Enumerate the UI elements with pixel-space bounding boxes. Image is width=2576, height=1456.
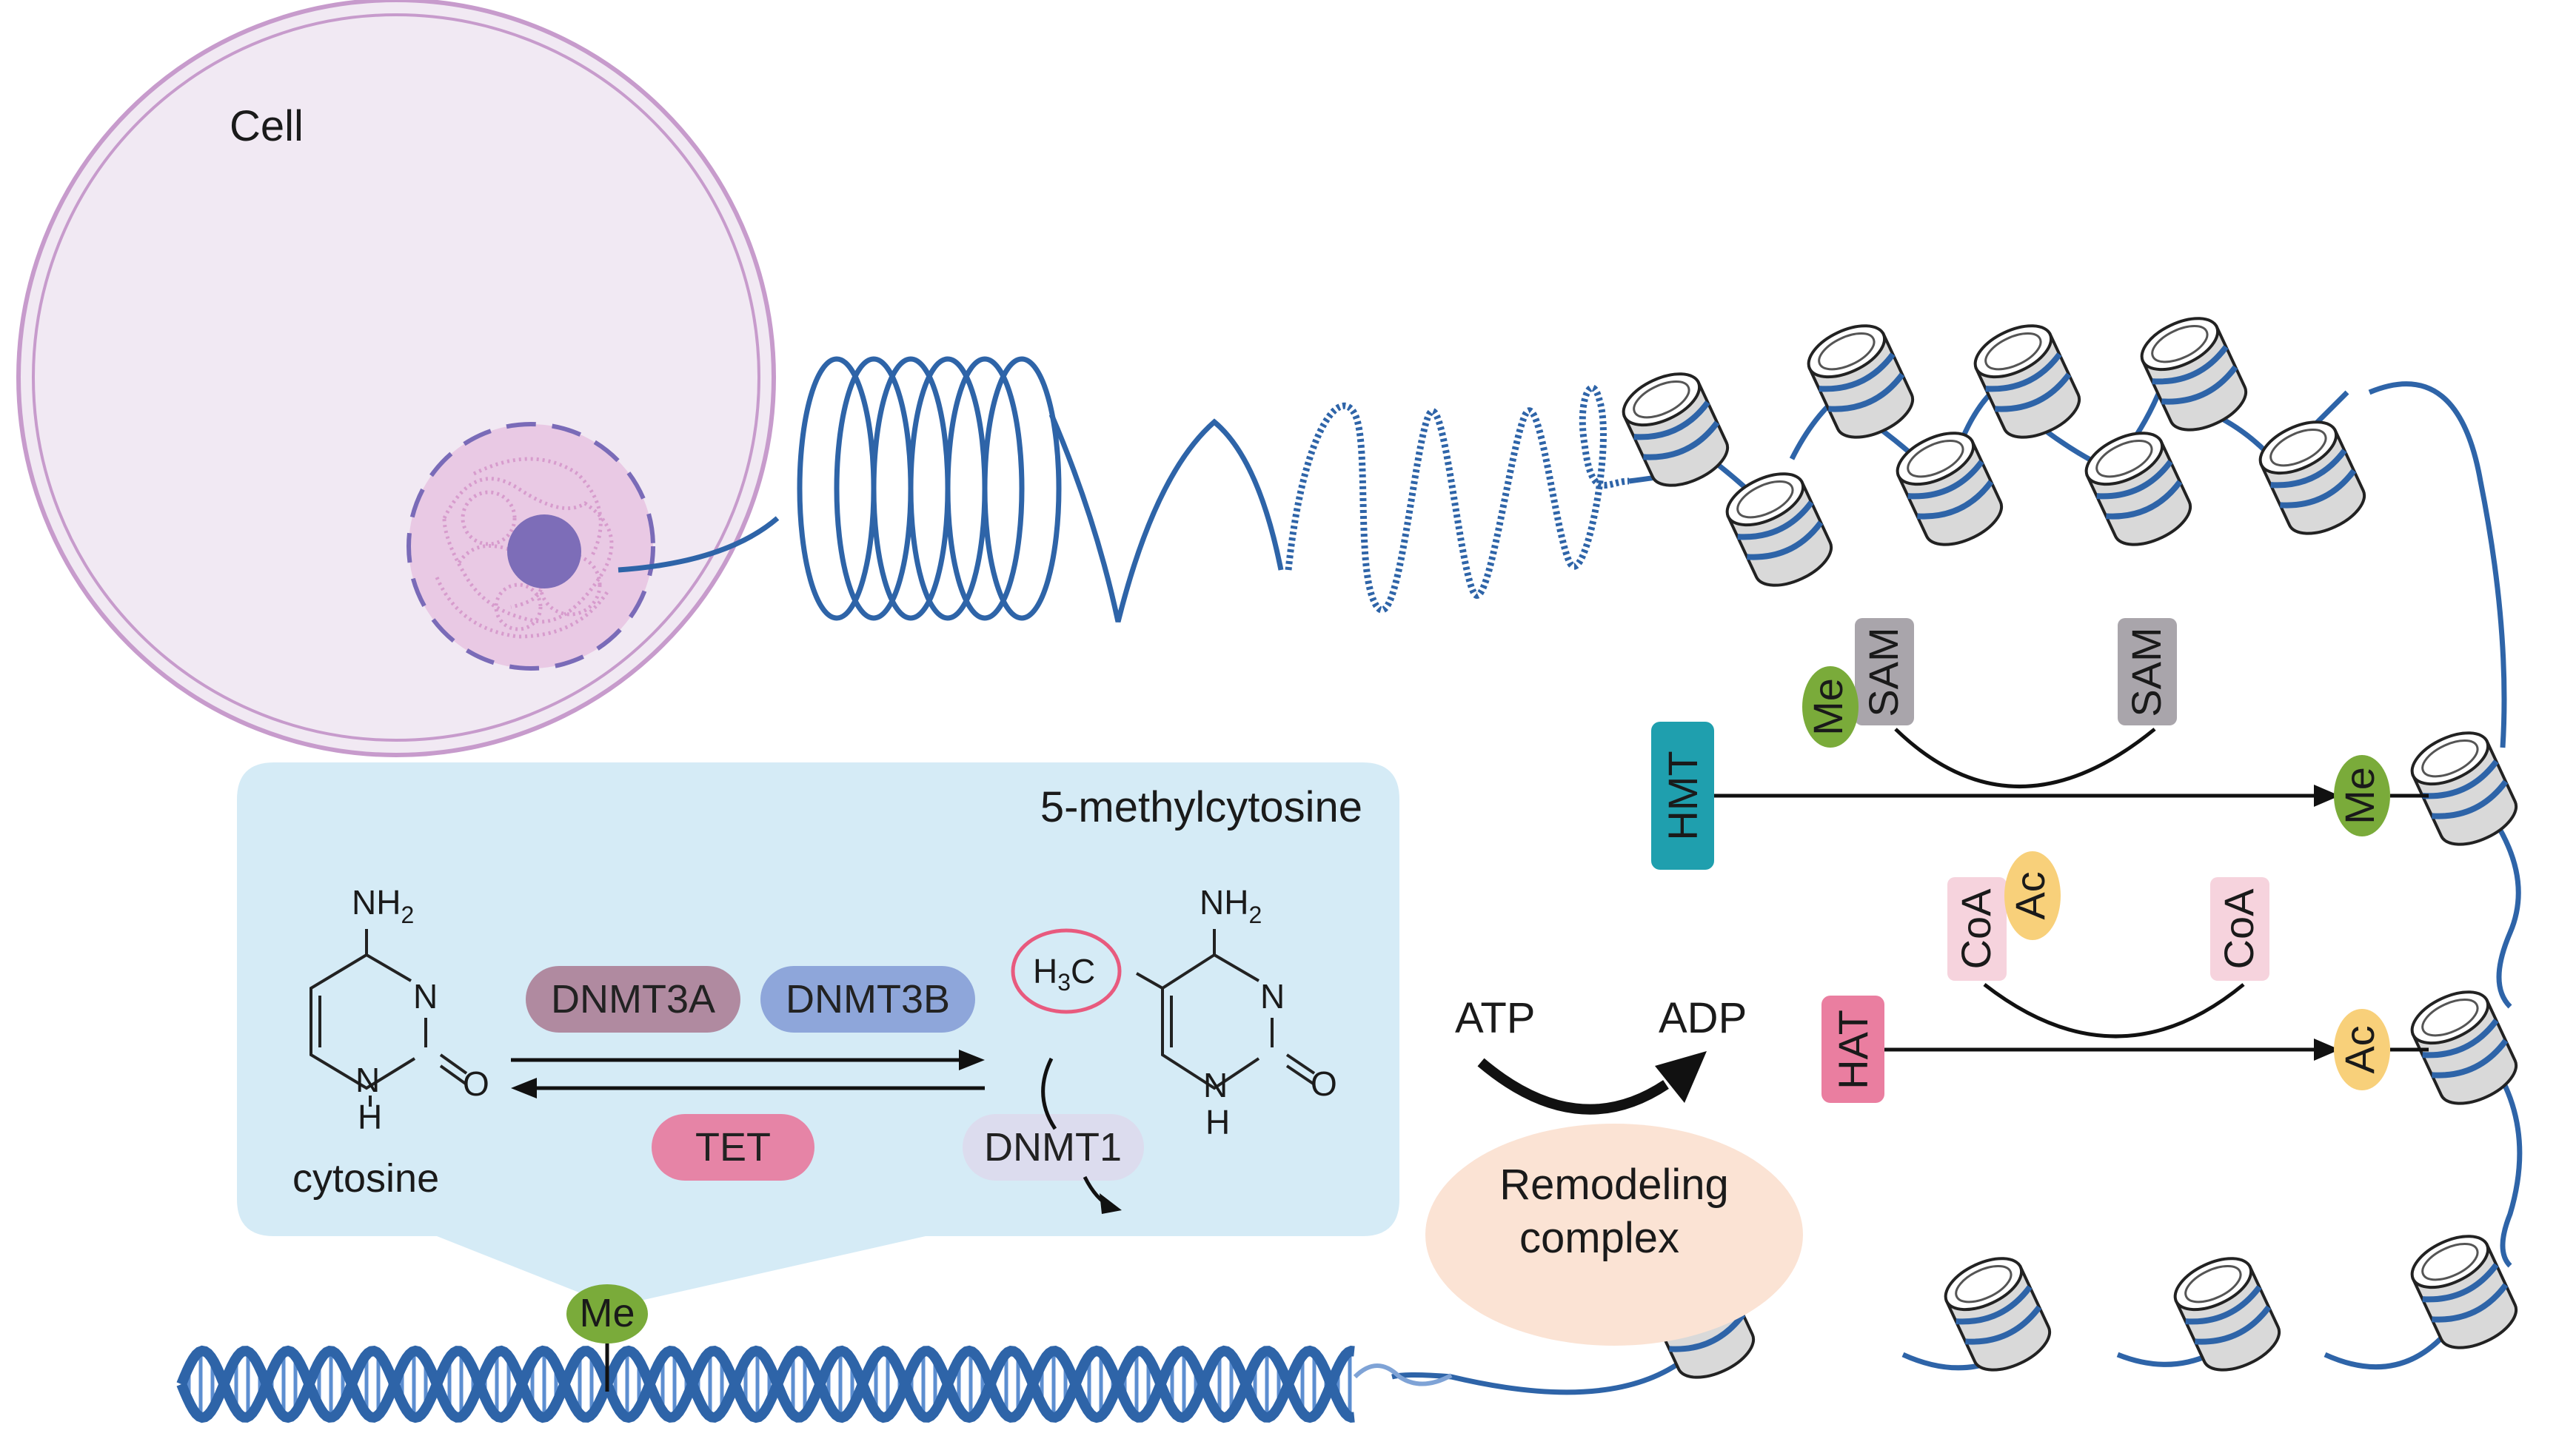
methylcytosine-o: O xyxy=(1311,1064,1337,1103)
histone-methylation: HMT SAM SAM Me Me xyxy=(1651,618,2429,870)
tet-pill xyxy=(652,1114,814,1181)
remodeling-complex xyxy=(1425,1124,1803,1346)
cell-label: Cell xyxy=(230,102,304,150)
nucleosome xyxy=(1616,363,1735,496)
fiber-exit xyxy=(618,516,780,573)
methylcytosine-structure xyxy=(1136,929,1316,1090)
fiber-to-dna xyxy=(1391,1360,1683,1395)
cytosine-label: cytosine xyxy=(292,1156,439,1201)
nucleosome xyxy=(1967,315,2087,448)
methylcytosine-n1: N xyxy=(1203,1066,1228,1104)
sam-box-right xyxy=(2118,618,2177,725)
ac-label-histone: Ac xyxy=(2336,1025,2383,1073)
nucleosome xyxy=(1938,1248,2057,1380)
dna-me-mark xyxy=(566,1284,648,1343)
dnmt3a-pill xyxy=(526,966,740,1033)
dna-tail xyxy=(1353,1363,1453,1386)
hmt-label: HMT xyxy=(1659,751,1706,840)
nucleosome xyxy=(2252,412,2372,544)
cytosine-structure xyxy=(310,929,468,1107)
ac-label-donor: Ac xyxy=(2007,871,2053,919)
methylcytosine-nh2: NH2 xyxy=(1200,883,1262,928)
dna-me-label: Me xyxy=(579,1291,635,1335)
coa-box-right xyxy=(2210,877,2269,981)
nucleosome xyxy=(2134,308,2253,440)
cell-membrane-inner xyxy=(32,13,760,742)
methyl-group: H3C xyxy=(1033,952,1095,996)
cytosine-n3: N xyxy=(413,977,438,1016)
dnmt3a-label: DNMT3A xyxy=(551,977,715,1021)
hmt-box xyxy=(1651,722,1714,870)
me-label-histone: Me xyxy=(2336,767,2383,825)
methylcytosine-n3: N xyxy=(1260,977,1285,1016)
hat-label: HAT xyxy=(1830,1010,1876,1090)
nucleolus xyxy=(507,514,581,588)
dna-strand-b xyxy=(176,1345,1355,1423)
coil-loop xyxy=(982,356,1062,621)
coa-curve xyxy=(1983,983,2245,1039)
sam-label-left: SAM xyxy=(1860,627,1907,717)
chromatin-remodeling: ATP ADP Remodeling complex xyxy=(1425,994,1803,1346)
atp-label: ATP xyxy=(1455,994,1536,1042)
histone-acetylation: HAT CoA Ac CoA Ac xyxy=(1821,851,2429,1103)
methyl-highlight-circle xyxy=(1011,928,1122,1014)
ac-mark-histone xyxy=(2334,1009,2390,1090)
nucleosome xyxy=(1890,423,2009,555)
remodeling-line1: Remodeling xyxy=(1499,1161,1729,1209)
cytosine-o: O xyxy=(463,1064,489,1103)
atp-arrow xyxy=(1477,1058,1669,1115)
cytosine-n1: N xyxy=(355,1061,380,1099)
dnmt3b-label: DNMT3B xyxy=(786,977,950,1021)
sam-box-left xyxy=(1855,618,1914,725)
adp-label: ADP xyxy=(1659,994,1747,1042)
dna-double-helix xyxy=(176,1345,1453,1423)
fiber-right-descend xyxy=(2368,381,2507,748)
inset-panel xyxy=(237,762,1399,1306)
chromatin-fiber xyxy=(618,356,2523,1395)
nucleosome-methylated xyxy=(2404,722,2523,855)
methylcytosine-h: H xyxy=(1205,1103,1230,1141)
sam-label-right: SAM xyxy=(2123,627,2169,717)
me-label-donor: Me xyxy=(1804,678,1851,736)
sam-curve xyxy=(1894,728,2156,788)
nucleosome xyxy=(1801,315,1920,448)
dnmt1-pill xyxy=(963,1114,1144,1181)
nucleosome xyxy=(2404,1226,2523,1358)
nucleosome xyxy=(2078,423,2198,555)
fiber-wave xyxy=(1048,413,1284,623)
dna-methyl-mark: Me xyxy=(566,1284,648,1392)
tet-label: TET xyxy=(695,1125,771,1170)
cell: Cell xyxy=(16,0,776,757)
remodeling-line2: complex xyxy=(1519,1214,1679,1262)
dnmt1-label: DNMT1 xyxy=(984,1125,1122,1170)
inset-title: 5-methylcytosine xyxy=(1040,783,1362,831)
coil-loop xyxy=(945,356,1025,621)
hat-box xyxy=(1821,996,1884,1103)
ac-mark-donor xyxy=(2004,851,2061,940)
dnmt3b-pill xyxy=(760,966,975,1033)
coa-label-right: CoA xyxy=(2215,888,2262,970)
coa-box-left xyxy=(1947,877,2007,981)
me-mark-donor xyxy=(1802,666,1859,748)
me-mark-histone xyxy=(2334,755,2390,836)
cell-membrane-outer xyxy=(16,0,776,757)
loose-loops xyxy=(1285,384,1630,614)
dnmt1-curve xyxy=(1041,1057,1057,1130)
cytosine-h: H xyxy=(358,1098,382,1136)
coa-label-left: CoA xyxy=(1953,888,1999,970)
dna-methylation-inset: 5-methylcytosine NH2 N N H O cytosine DN… xyxy=(237,762,1399,1306)
cytosine-nh2: NH2 xyxy=(352,883,414,928)
